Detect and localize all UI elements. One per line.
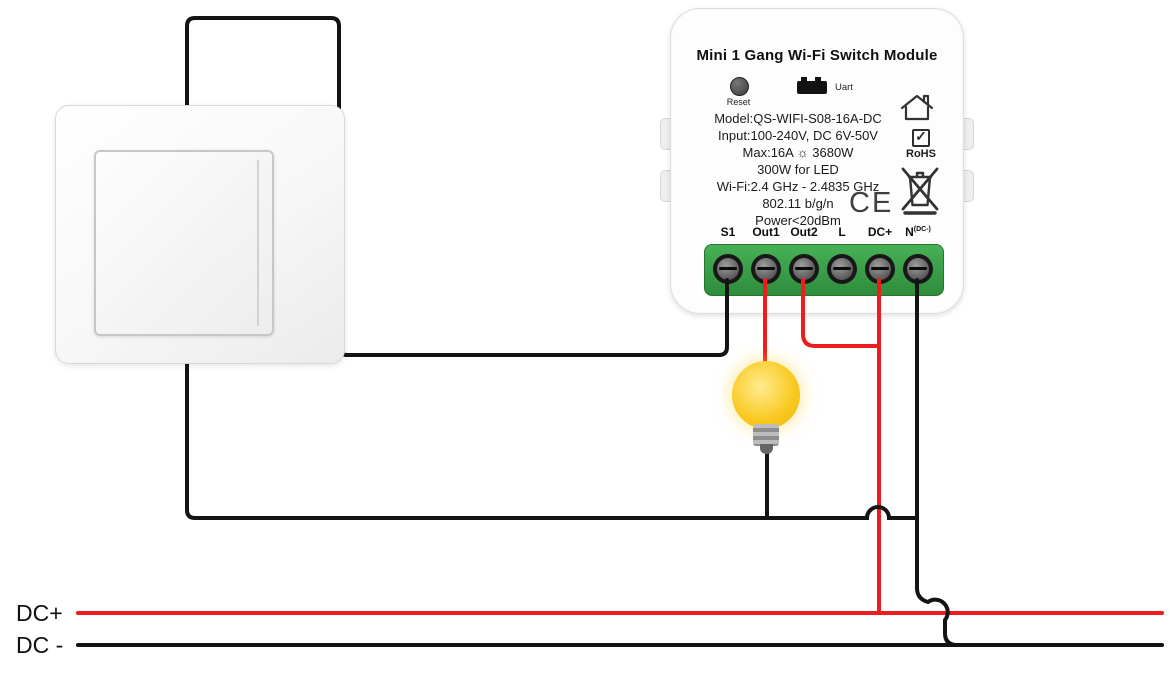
spec-line-led: 300W for LED	[757, 162, 839, 177]
terminal-label-out1: Out1	[752, 225, 780, 239]
terminal-screw-l-slot	[833, 267, 851, 270]
spec-line-model: Model:QS-WIFI-S08-16A-DC	[714, 111, 882, 126]
terminal-screw-n-slot	[909, 267, 927, 270]
uart-label: Uart	[835, 82, 853, 93]
terminal-label-n-sup: (DC-)	[913, 226, 931, 233]
wall-switch-rocker	[94, 150, 274, 336]
dc-plus-label: DC+	[16, 600, 63, 626]
terminal-label-l: L	[838, 225, 846, 239]
spec-line-wifi: Wi-Fi:2.4 GHz - 2.4835 GHz	[716, 179, 880, 194]
reset-label: Reset	[726, 97, 751, 107]
rocker-edge-line	[257, 160, 259, 326]
module-title: Mini 1 Gang Wi-Fi Switch Module	[696, 47, 938, 64]
ce-mark: CE	[849, 187, 894, 219]
dc-minus-label: DC -	[16, 632, 64, 658]
terminal-label-n: N(DC-)	[905, 225, 931, 239]
spec-line-80211: 802.11 b/g/n	[762, 196, 834, 211]
spec-text-block: Model:QS-WIFI-S08-16A-DC Input:100-240V,…	[673, 110, 923, 229]
spec-line-input: Input:100-240V, DC 6V-50V	[718, 128, 878, 143]
light-bulb-contact	[760, 444, 773, 454]
terminal-screw-s1-slot	[719, 267, 737, 270]
weee-crossed-bin-icon	[901, 167, 939, 215]
light-bulb	[732, 361, 800, 429]
terminal-screw-out1-slot	[757, 267, 775, 270]
terminal-label-out2: Out2	[790, 225, 818, 239]
uart-pin	[801, 77, 807, 82]
neutral-dc-minus-wire	[915, 278, 970, 647]
terminal-screw-out2-slot	[795, 267, 813, 270]
wall-switch	[55, 105, 345, 364]
spec-line-power: Power<20dBm	[755, 213, 841, 228]
rohs-check-icon: ✓	[912, 129, 930, 147]
terminal-label-dcplus: DC+	[867, 225, 893, 239]
spec-line-max: Max:16A ☼ 3680W	[742, 145, 854, 160]
rohs-label: RoHS	[906, 148, 936, 160]
terminal-screw-dcplus-slot	[871, 267, 889, 270]
uart-pin	[815, 77, 821, 82]
uart-connector-icon	[797, 77, 827, 94]
light-bulb-base	[753, 424, 779, 446]
house-icon	[900, 94, 934, 121]
common-return-wire	[185, 356, 919, 520]
rohs-checkmark: ✓	[915, 128, 927, 144]
reset-button	[730, 77, 749, 96]
wifi-module: Mini 1 Gang Wi-Fi Switch Module Reset Ua…	[670, 8, 964, 314]
